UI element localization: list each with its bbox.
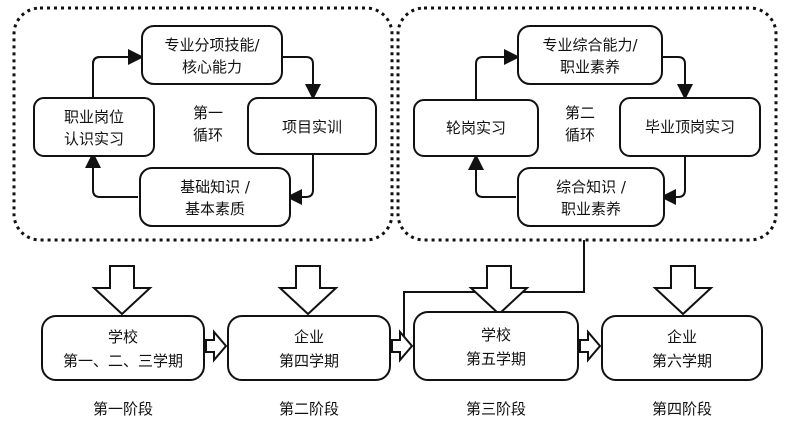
cycle-1-arrow-right-to-bottom [286,150,314,205]
stage-2-line-1: 企业 [294,328,324,346]
cycle-2-node-top-line-1: 专业综合能力/ [542,36,638,54]
cycle-1-node-left: 职业岗位 认识实习 [33,97,155,157]
stage-box-2: 企业 第四学期 [227,315,391,381]
cycle-1-arrow-top-to-left [92,56,140,97]
down-arrow-1-icon [91,265,153,316]
cycle-2-node-left: 轮岗实习 [413,99,539,157]
cycle-2-node-bottom: 综合知识 / 职业素养 [517,167,665,227]
cycle-1-arrow-top-to-right [283,56,321,100]
cycle-2-arrow-top-to-right [662,56,693,100]
cycle-2-node-right: 毕业顶岗实习 [619,97,761,157]
cycle-1-node-top-line-1: 专业分项技能/ [164,36,260,54]
cycle-2-node-bottom-line-2: 职业素养 [561,200,621,218]
cycle-2-arrow-right-to-bottom [660,156,686,205]
phase-label-3: 第三阶段 [465,400,526,418]
cycle-2-node-top-line-2: 职业素养 [560,58,620,76]
cycle-1-node-left-line-2: 认识实习 [64,130,124,148]
cycle-2-center-line-1: 第二 [565,104,595,122]
cycle-2-arrow-bottom-to-left [468,154,516,198]
stage-3-line-1: 学校 [481,326,511,344]
cycle-1-node-top: 专业分项技能/ 核心能力 [141,25,283,85]
stage-1-line-1: 学校 [108,328,138,346]
cycle-1-center-line-2: 循环 [193,126,223,144]
cycle-1-node-bottom: 基础知识 / 基本素质 [139,167,291,227]
cycle-2-center-line-2: 循环 [565,126,595,144]
right-arrow-3-icon [579,329,602,363]
stage-box-1: 学校 第一、二、三学期 [41,315,205,381]
phase-label-1: 第一阶段 [92,400,153,418]
down-arrow-2-icon [277,265,339,316]
cycle-2-container [396,6,778,242]
cycle-1-node-bottom-line-1: 基础知识 / [180,178,251,196]
phase-label-2: 第二阶段 [278,400,339,418]
cycle-1-node-right-line-1: 项目实训 [282,118,342,136]
phase-label-4: 第四阶段 [651,400,712,418]
stage-2-line-2: 第四学期 [279,352,339,370]
cycle-2-node-left-line-1: 轮岗实习 [446,119,506,137]
cycle-1-arrow-bottom-to-left [85,152,138,198]
stage-4-line-2: 第六学期 [652,352,712,370]
down-arrow-3-icon [468,265,530,316]
cycle-2-node-bottom-line-1: 综合知识 / [556,178,627,196]
stage-1-line-2: 第一、二、三学期 [63,352,183,370]
cycle-1-node-top-line-2: 核心能力 [182,58,242,76]
cycle-2-node-top: 专业综合能力/ 职业素养 [517,25,663,85]
down-arrow-4-icon [652,265,714,316]
cycle-1-node-left-line-1: 职业岗位 [64,108,124,126]
cycle-1-container [12,6,394,242]
cycle-1-center-line-1: 第一 [193,104,223,122]
cycle-1-node-bottom-line-2: 基本素质 [185,200,245,218]
cycle-2-node-right-line-1: 毕业顶岗实习 [645,118,735,136]
cycle-1-arrow-left-to-top [92,49,144,97]
stage-3-line-2: 第五学期 [466,350,526,368]
right-arrow-1-icon [205,329,228,363]
cycle-2-arrow-left-to-top [475,49,520,99]
cycle-1-node-right: 项目实训 [247,97,377,155]
stage-box-3: 学校 第五学期 [413,311,579,381]
stage-box-4: 企业 第六学期 [601,315,763,381]
stage-4-line-1: 企业 [667,328,697,346]
right-arrow-2-icon [391,329,414,363]
